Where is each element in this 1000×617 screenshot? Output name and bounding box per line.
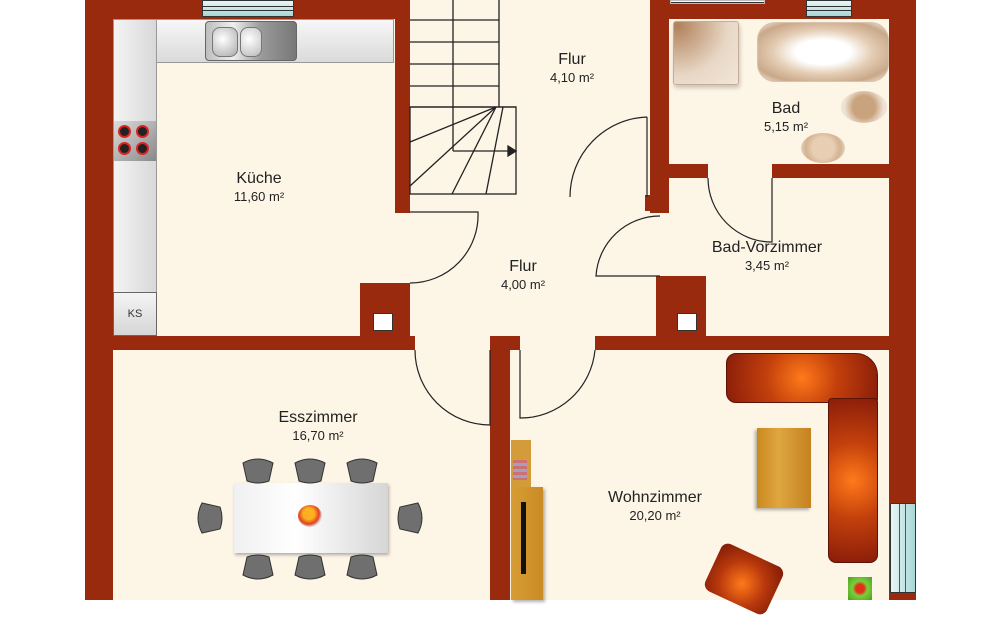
room-label-bad: Bad 5,15 m² (764, 99, 808, 135)
room-name: Bad (771, 100, 801, 117)
chairs-layer (197, 458, 423, 580)
sink-icon[interactable] (205, 21, 297, 61)
fridge-icon[interactable]: KS (113, 292, 157, 336)
wall-stub-center (490, 336, 510, 600)
stove-icon[interactable] (114, 121, 156, 161)
tv-icon (521, 502, 526, 574)
kitchen-counter-left (113, 19, 157, 336)
wall-stub-door (645, 195, 669, 211)
fruit-bowl-icon (298, 505, 322, 527)
doorway-flur-ess (415, 336, 490, 350)
plant-icon[interactable] (848, 577, 872, 600)
room-name: Flur (509, 258, 537, 275)
room-flur-top[interactable] (410, 0, 650, 197)
room-area: 4,10 m² (549, 70, 595, 85)
door-icon (409, 116, 773, 426)
doorway-bad-vorz (708, 164, 772, 178)
room-label-flur-mid: Flur 4,00 m² (501, 257, 545, 293)
toilet-icon[interactable] (841, 91, 887, 123)
room-name: Küche (236, 170, 282, 187)
room-area: 5,15 m² (763, 119, 809, 134)
shelf-icon (511, 440, 531, 487)
room-name: Wohnzimmer (608, 489, 702, 506)
room-label-bad-vorzimmer: Bad-Vorzimmer 3,45 m² (712, 238, 822, 274)
washbasin-icon[interactable] (801, 133, 845, 163)
chair-icon (197, 458, 423, 580)
room-flur-mid[interactable] (395, 213, 669, 336)
room-area: 11,60 m² (233, 189, 285, 204)
tv-cabinet-icon[interactable] (511, 487, 543, 600)
room-name: Flur (558, 51, 586, 68)
staircase-icon (409, 0, 518, 195)
room-area: 16,70 m² (292, 428, 344, 443)
room-kueche[interactable] (113, 19, 395, 336)
window-icon[interactable] (890, 503, 916, 593)
room-area: 20,20 m² (629, 508, 681, 523)
shower-icon[interactable] (673, 21, 739, 85)
fridge-label: KS (127, 308, 143, 320)
window-icon[interactable] (202, 0, 294, 17)
dining-table-icon[interactable] (234, 483, 388, 553)
doorway-flur-top (570, 195, 650, 215)
window-icon (670, 0, 765, 4)
coffee-table-icon[interactable] (757, 428, 811, 508)
shaft-icon (373, 313, 393, 331)
shaft-icon (677, 313, 697, 331)
bathtub-icon[interactable] (757, 22, 889, 82)
window-icon[interactable] (806, 0, 852, 17)
room-label-kueche: Küche 11,60 m² (234, 169, 284, 205)
room-name: Bad-Vorzimmer (711, 239, 823, 256)
doorway-flur-wohn (520, 336, 595, 350)
doorway-kueche-flur (395, 213, 410, 283)
sofa-icon[interactable] (726, 353, 878, 565)
room-name: Esszimmer (278, 409, 358, 426)
doorway-flur-vorz (650, 216, 669, 276)
line-art (409, 0, 773, 426)
room-label-esszimmer: Esszimmer 16,70 m² (278, 408, 357, 444)
room-label-wohnzimmer: Wohnzimmer 20,20 m² (608, 488, 702, 524)
room-label-flur-top: Flur 4,10 m² (550, 50, 594, 86)
room-area: 3,45 m² (744, 258, 790, 273)
room-area: 4,00 m² (500, 277, 546, 292)
